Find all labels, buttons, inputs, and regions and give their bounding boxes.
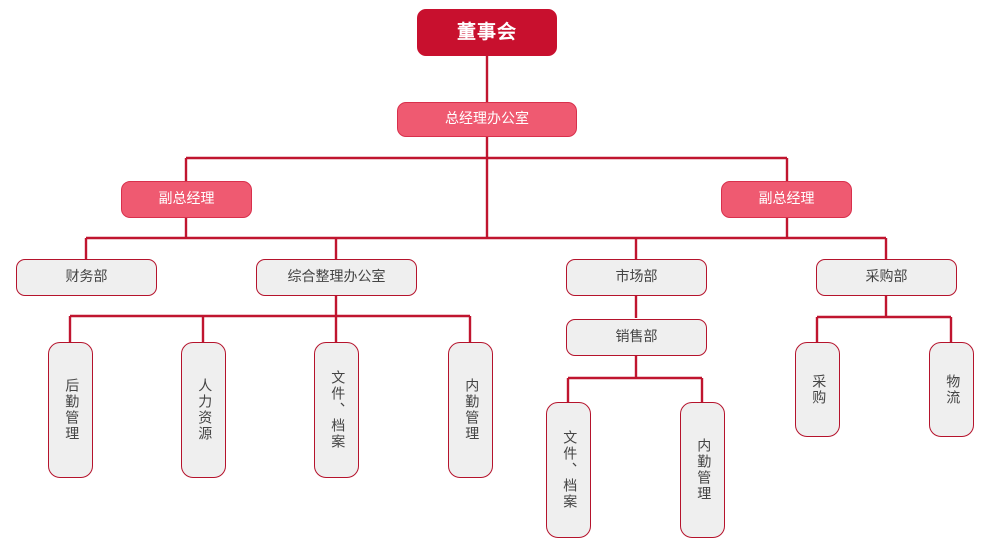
node-label: 董事会 xyxy=(456,20,517,43)
node-sales-department[interactable]: 销售部 xyxy=(566,319,707,356)
node-documents-archives-sales[interactable]: 文件、档案 xyxy=(546,402,591,538)
node-label: 财务部 xyxy=(65,268,108,285)
node-label: 内勤管理 xyxy=(463,378,480,442)
node-internal-management-admin[interactable]: 内勤管理 xyxy=(448,342,493,478)
node-general-manager-office[interactable]: 总经理办公室 xyxy=(397,102,577,137)
node-human-resources[interactable]: 人力资源 xyxy=(181,342,226,478)
node-procurement[interactable]: 采购 xyxy=(795,342,840,437)
node-label: 销售部 xyxy=(615,328,658,345)
node-label: 人力资源 xyxy=(196,378,213,442)
node-label: 物流 xyxy=(944,373,961,406)
node-label: 副总经理 xyxy=(758,190,815,207)
node-finance-department[interactable]: 财务部 xyxy=(16,259,157,296)
node-logistics-management[interactable]: 后勤管理 xyxy=(48,342,93,478)
node-label: 采购 xyxy=(810,373,827,406)
node-marketing-department[interactable]: 市场部 xyxy=(566,259,707,296)
node-deputy-general-manager-left[interactable]: 副总经理 xyxy=(121,181,252,218)
node-label: 采购部 xyxy=(865,268,908,285)
node-logistics[interactable]: 物流 xyxy=(929,342,974,437)
node-board-of-directors[interactable]: 董事会 xyxy=(417,9,557,56)
node-documents-archives-admin[interactable]: 文件、档案 xyxy=(314,342,359,478)
node-label: 文件、档案 xyxy=(329,370,346,450)
node-general-admin-office[interactable]: 综合整理办公室 xyxy=(256,259,417,296)
node-label: 市场部 xyxy=(615,268,658,285)
node-label: 副总经理 xyxy=(158,190,215,207)
node-deputy-general-manager-right[interactable]: 副总经理 xyxy=(721,181,852,218)
node-internal-management-sales[interactable]: 内勤管理 xyxy=(680,402,725,538)
node-label: 后勤管理 xyxy=(63,378,80,442)
node-purchasing-department[interactable]: 采购部 xyxy=(816,259,957,296)
node-label: 总经理办公室 xyxy=(445,110,529,127)
node-label: 文件、档案 xyxy=(561,430,578,510)
node-label: 综合整理办公室 xyxy=(287,268,386,285)
node-label: 内勤管理 xyxy=(695,438,712,502)
